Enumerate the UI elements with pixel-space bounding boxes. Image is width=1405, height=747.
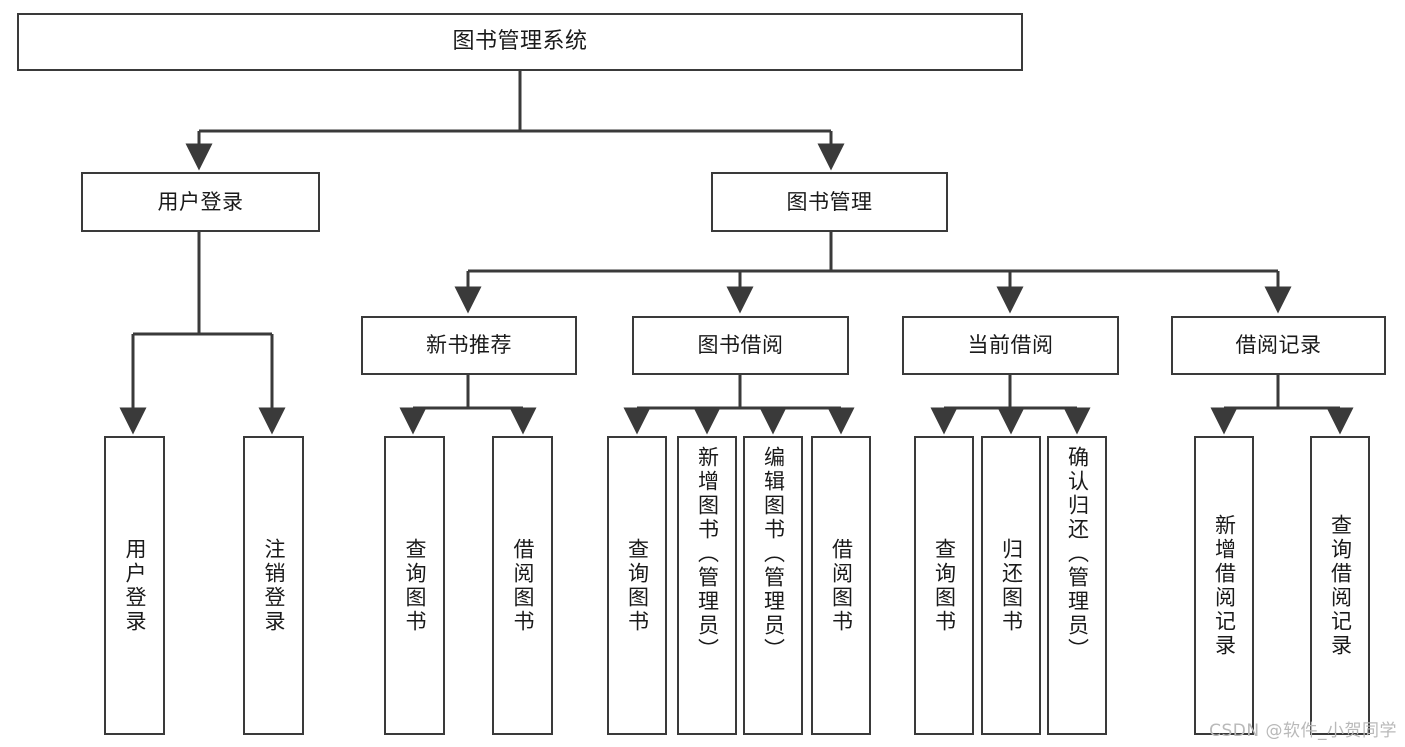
node-user-login[interactable]: 用户登录 bbox=[81, 172, 320, 232]
node-leaf-query-record[interactable]: 查询借阅记录 bbox=[1310, 436, 1370, 735]
node-new-book-rec[interactable]: 新书推荐 bbox=[361, 316, 577, 375]
node-leaf-user-login[interactable]: 用户登录 bbox=[104, 436, 165, 735]
node-leaf-borrow-book-1[interactable]: 借阅图书 bbox=[492, 436, 553, 735]
node-leaf-query-book-3-label: 查询图书 bbox=[932, 537, 957, 634]
node-leaf-add-book-label: 新增图书（管理员） bbox=[695, 446, 720, 662]
node-current-borrow-label: 当前借阅 bbox=[967, 333, 1054, 358]
node-leaf-confirm-return[interactable]: 确认归还（管理员） bbox=[1047, 436, 1107, 735]
node-book-manage[interactable]: 图书管理 bbox=[711, 172, 948, 232]
node-leaf-query-book-2[interactable]: 查询图书 bbox=[607, 436, 667, 735]
node-book-manage-label: 图书管理 bbox=[786, 189, 873, 214]
node-leaf-user-login-label: 用户登录 bbox=[123, 537, 147, 634]
node-borrow-record[interactable]: 借阅记录 bbox=[1171, 316, 1386, 375]
node-leaf-return-book-label: 归还图书 bbox=[999, 537, 1024, 634]
node-new-book-rec-label: 新书推荐 bbox=[426, 333, 512, 358]
node-book-borrow-label: 图书借阅 bbox=[697, 333, 784, 358]
csdn-watermark: CSDN @软件_小贺同学 bbox=[1209, 721, 1397, 741]
node-leaf-add-record[interactable]: 新增借阅记录 bbox=[1194, 436, 1254, 735]
node-leaf-add-record-label: 新增借阅记录 bbox=[1212, 513, 1237, 658]
node-user-login-label: 用户登录 bbox=[157, 189, 244, 214]
node-leaf-edit-book[interactable]: 编辑图书（管理员） bbox=[743, 436, 803, 735]
node-leaf-edit-book-label: 编辑图书（管理员） bbox=[761, 446, 786, 662]
node-root-label: 图书管理系统 bbox=[452, 29, 588, 55]
node-current-borrow[interactable]: 当前借阅 bbox=[902, 316, 1119, 375]
node-root[interactable]: 图书管理系统 bbox=[17, 13, 1023, 71]
node-leaf-return-book[interactable]: 归还图书 bbox=[981, 436, 1041, 735]
node-leaf-logout-label: 注销登录 bbox=[262, 537, 286, 634]
node-leaf-confirm-return-label: 确认归还（管理员） bbox=[1065, 446, 1090, 662]
node-leaf-borrow-book-2[interactable]: 借阅图书 bbox=[811, 436, 871, 735]
node-leaf-add-book[interactable]: 新增图书（管理员） bbox=[677, 436, 737, 735]
node-leaf-query-book-1[interactable]: 查询图书 bbox=[384, 436, 445, 735]
node-leaf-borrow-book-1-label: 借阅图书 bbox=[511, 537, 535, 634]
node-leaf-logout[interactable]: 注销登录 bbox=[243, 436, 304, 735]
node-leaf-borrow-book-2-label: 借阅图书 bbox=[829, 537, 854, 634]
node-leaf-query-record-label: 查询借阅记录 bbox=[1328, 513, 1353, 658]
node-book-borrow[interactable]: 图书借阅 bbox=[632, 316, 849, 375]
node-leaf-query-book-3[interactable]: 查询图书 bbox=[914, 436, 974, 735]
node-leaf-query-book-2-label: 查询图书 bbox=[625, 537, 650, 634]
node-borrow-record-label: 借阅记录 bbox=[1235, 333, 1322, 358]
node-leaf-query-book-1-label: 查询图书 bbox=[403, 537, 427, 634]
